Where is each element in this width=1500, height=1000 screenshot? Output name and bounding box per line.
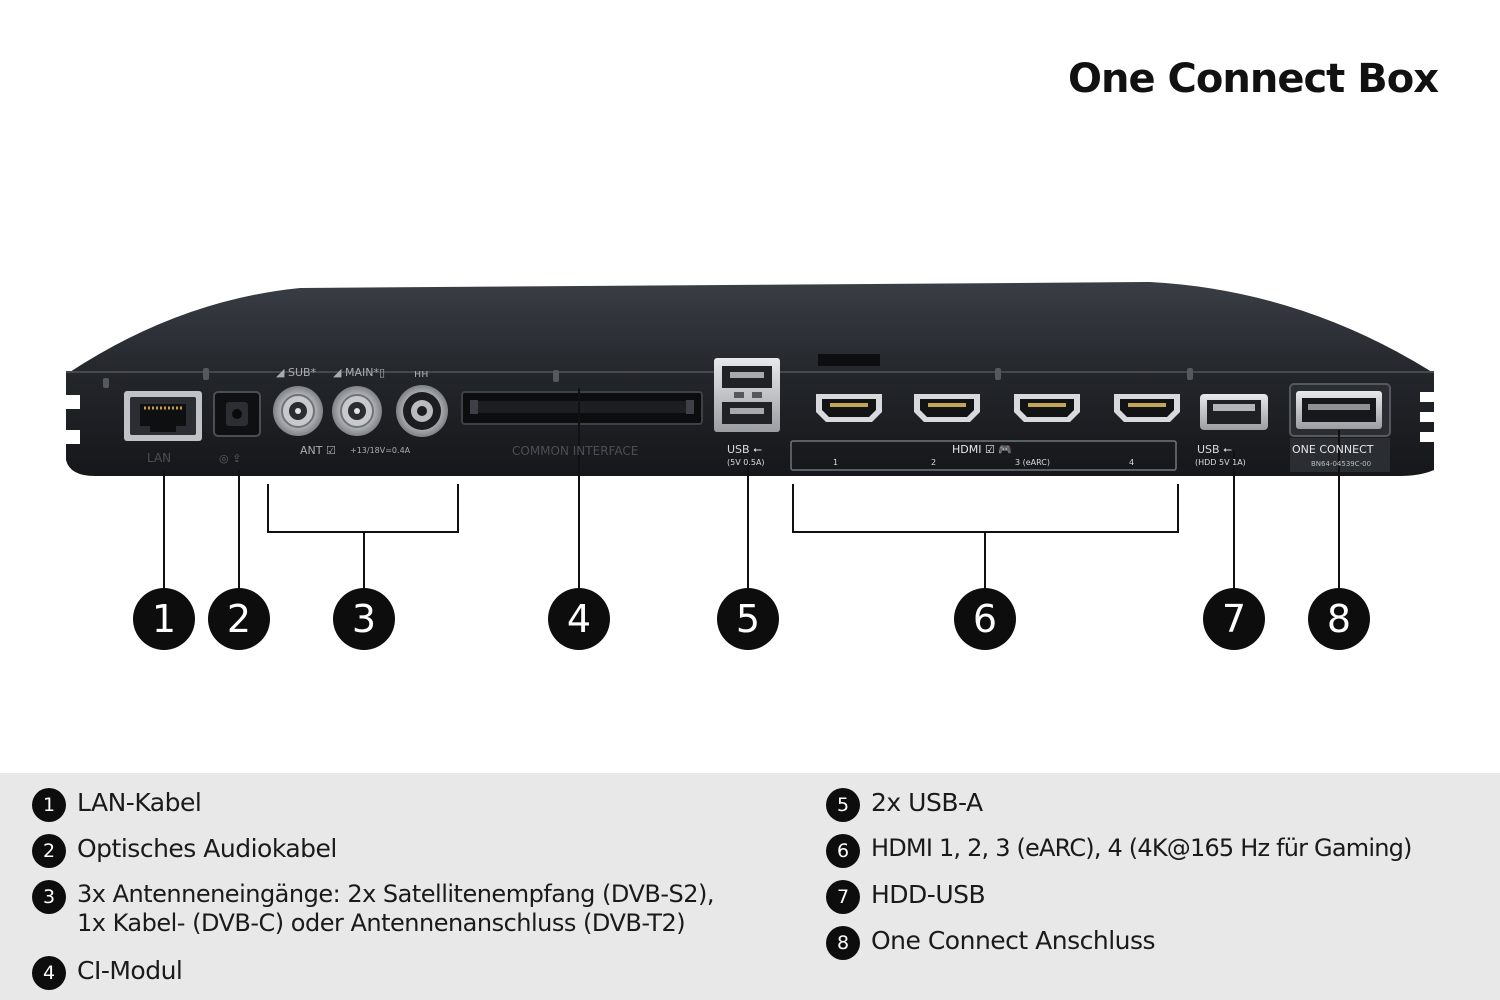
model-code-label: BN64-04539C-00 [1311,460,1372,468]
dual-usb-port [714,358,780,432]
legend-text: HDMI 1, 2, 3 (eARC), 4 (4K@165 Hz für Ga… [871,834,1412,862]
main-label: ◢ MAIN*▯ [333,366,386,379]
legend-item-3: 3 3x Antenneneingänge: 2x Satellitenempf… [32,880,715,938]
ant-power-label: +13/18V=0.4A [350,446,411,455]
callout-5: 5 [717,588,779,650]
callout-2: 2 [208,588,270,650]
optical-icon: ◎ ⇪ [219,452,242,465]
hdmi-port-1 [816,394,882,422]
hdmi-label: HDMI ☑ 🎮 [952,443,1013,456]
legend-number: 2 [32,834,66,868]
legend-text: One Connect Anschluss [871,926,1156,955]
page-title: One Connect Box [1068,56,1439,102]
one-connect-label: ONE CONNECT [1292,443,1374,456]
lan-port [124,391,202,441]
legend-item-5: 5 2x USB-A [826,788,983,822]
antenna-icon: ʜʜ [414,367,429,380]
legend-number: 4 [32,956,66,990]
optical-port [213,391,261,437]
legend-item-4: 4 CI-Modul [32,956,183,990]
callout-1: 1 [133,588,195,650]
legend-panel: 1 LAN-Kabel 2 Optisches Audiokabel 3 3x … [0,773,1500,1000]
callout-6: 6 [954,588,1016,650]
device-illustration [66,282,1434,590]
legend-item-8: 8 One Connect Anschluss [826,926,1156,960]
ci-slot [461,391,703,425]
callout-4: 4 [548,588,610,650]
sub-label: ◢ SUB* [276,366,317,379]
legend-item-7: 7 HDD-USB [826,880,986,914]
usb2-label: USB ⭠ [1197,443,1232,456]
legend-item-6: 6 HDMI 1, 2, 3 (eARC), 4 (4K@165 Hz für … [826,834,1412,868]
coax-sub-port [273,386,323,436]
one-connect-box-device: LAN ◎ ⇪ ◢ SUB* ◢ MAIN*▯ ʜʜ ANT ☑ +13/18V… [66,282,1434,590]
hdmi-port-4 [1114,394,1180,422]
hdd-usb-port [1200,394,1268,430]
ant-label: ANT ☑ [300,444,336,457]
hdmi-port-2 [914,394,980,422]
legend-number: 7 [826,880,860,914]
hdmi-port-2-label: 2 [931,458,937,467]
hdmi-port-1-label: 1 [833,458,839,467]
legend-item-2: 2 Optisches Audiokabel [32,834,337,868]
callout-8: 8 [1308,588,1370,650]
legend-number: 3 [32,880,66,914]
legend-text: 2x USB-A [871,788,983,817]
legend-text: LAN-Kabel [77,788,202,817]
legend-text: 3x Antenneneingänge: 2x Satellitenempfan… [77,880,715,937]
callout-7: 7 [1203,588,1265,650]
legend-item-1: 1 LAN-Kabel [32,788,202,822]
legend-number: 1 [32,788,66,822]
callout-3: 3 [333,588,395,650]
legend-number: 8 [826,926,860,960]
legend-text: HDD-USB [871,880,986,909]
hdmi-port-3 [1014,394,1080,422]
usb1-label: USB ⭠ [727,443,762,456]
legend-number: 5 [826,788,860,822]
antenna-port [396,385,448,437]
usb2-label-text: USB [1197,443,1220,456]
device-top-shell [70,282,1432,372]
usb1-label-text: USB [727,443,750,456]
coax-main-port [332,386,382,436]
hdmi-label-frame [790,440,1177,471]
leader-lines [163,388,1340,590]
usb1-spec-label: (5V 0.5A) [727,458,765,467]
ant-label-text: ANT [300,444,323,457]
lan-label: LAN [147,451,172,465]
common-interface-label: COMMON INTERFACE [512,444,639,458]
legend-text: Optisches Audiokabel [77,834,337,863]
hdmi-port-3-label: 3 (eARC) [1015,458,1051,467]
hdmi-label-text: HDMI [952,443,982,456]
main-label-text: MAIN [344,366,374,379]
sub-label-text: SUB [287,366,311,379]
legend-text: CI-Modul [77,956,183,985]
legend-number: 6 [826,834,860,868]
hdmi-port-4-label: 4 [1129,458,1135,467]
usb2-spec-label: (HDD 5V 1A) [1195,458,1246,467]
